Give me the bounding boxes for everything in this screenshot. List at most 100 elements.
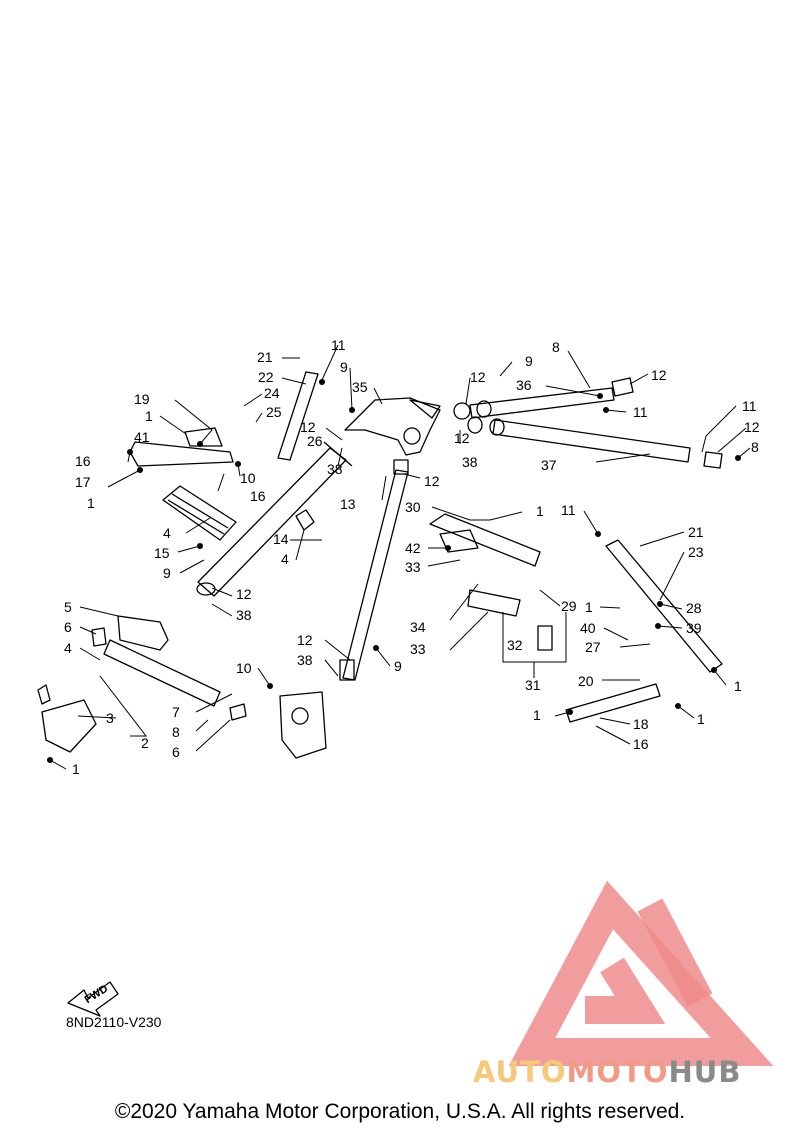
tube-36-drawing [453, 377, 634, 420]
callout-38: 38 [327, 461, 343, 477]
callout-2: 2 [141, 735, 149, 751]
bar-22-drawing [277, 371, 319, 461]
callout-11: 11 [633, 404, 648, 420]
callout-6: 6 [172, 744, 180, 760]
center-tube-drawing [339, 459, 409, 681]
callout-16: 16 [75, 453, 91, 469]
callout-1: 1 [697, 711, 705, 727]
hardware-dots [47, 379, 741, 763]
callout-20: 20 [578, 673, 594, 689]
callout-33: 33 [410, 641, 426, 657]
arm-30-drawing [429, 513, 541, 617]
callout-8: 8 [751, 439, 759, 455]
callout-33: 33 [405, 559, 421, 575]
left-lower-assembly-drawing [37, 615, 247, 753]
callout-7: 7 [172, 704, 180, 720]
callout-1: 1 [734, 678, 742, 694]
callout-8: 8 [552, 339, 560, 355]
callout-22: 22 [258, 369, 274, 385]
callout-4: 4 [281, 551, 289, 567]
callout-30: 30 [405, 499, 421, 515]
center-lower-bracket-drawing [279, 691, 327, 759]
callout-28: 28 [686, 600, 702, 616]
callout-41: 41 [134, 429, 150, 445]
callout-25: 25 [266, 404, 282, 420]
callout-38: 38 [236, 607, 252, 623]
fwd-arrow-icon [67, 981, 119, 1017]
watermark-text-moto: MOTO [566, 1055, 669, 1089]
clip-14-drawing [295, 509, 315, 531]
callout-37: 37 [541, 457, 557, 473]
callout-4: 4 [64, 640, 72, 656]
callout-18: 18 [633, 716, 649, 732]
callout-32: 32 [507, 637, 523, 653]
callout-10: 10 [236, 660, 252, 676]
callout-1: 1 [536, 503, 544, 519]
callout-9: 9 [525, 353, 533, 369]
bar-18-drawing [565, 683, 661, 723]
watermark-text-hub: HUB [668, 1055, 742, 1089]
watermark-logo-icon [508, 880, 774, 1066]
callout-40: 40 [580, 620, 596, 636]
callout-14: 14 [273, 531, 289, 547]
callout-38: 38 [462, 454, 478, 470]
kit-31-bracket [502, 612, 567, 678]
drawing-code: 8ND2110-V230 [66, 1014, 162, 1030]
callout-1: 1 [533, 707, 541, 723]
callout-16: 16 [633, 736, 649, 752]
callout-13: 13 [340, 496, 356, 512]
callout-11: 11 [561, 502, 576, 518]
callout-24: 24 [264, 385, 280, 401]
callout-12: 12 [297, 632, 313, 648]
upper-brace-35-drawing [344, 397, 441, 456]
callout-10: 10 [240, 470, 256, 486]
callout-9: 9 [394, 658, 402, 674]
callout-12: 12 [424, 473, 440, 489]
callout-12: 12 [470, 369, 486, 385]
callout-6: 6 [64, 619, 72, 635]
callout-16: 16 [250, 488, 266, 504]
callout-1: 1 [145, 408, 153, 424]
callout-9: 9 [163, 565, 171, 581]
callout-12: 12 [236, 586, 252, 602]
callout-1: 1 [72, 761, 80, 777]
callout-42: 42 [405, 540, 421, 556]
callout-4: 4 [163, 525, 171, 541]
callout-21: 21 [688, 524, 704, 540]
callout-9: 9 [340, 359, 348, 375]
callout-5: 5 [64, 599, 72, 615]
callout-38: 38 [297, 652, 313, 668]
callout-12: 12 [454, 430, 470, 446]
callout-29: 29 [561, 598, 577, 614]
callout-12: 12 [300, 419, 316, 435]
callout-34: 34 [410, 619, 426, 635]
callout-12: 12 [651, 367, 667, 383]
bracket-41-drawing [129, 427, 234, 467]
callout-11: 11 [742, 398, 757, 414]
callout-39: 39 [686, 620, 702, 636]
callout-31: 31 [525, 677, 541, 693]
callout-1: 1 [585, 599, 593, 615]
copyright-notice: ©2020 Yamaha Motor Corporation, U.S.A. A… [114, 1100, 686, 1123]
callout-27: 27 [585, 639, 601, 655]
callout-8: 8 [172, 724, 180, 740]
watermark-text: AUTOMOTOHUB [473, 1055, 741, 1095]
callout-21: 21 [257, 349, 273, 365]
callout-15: 15 [154, 545, 170, 561]
leader-lines [49, 344, 751, 770]
watermark-text-auto: AUTO [473, 1055, 567, 1089]
callout-labels: 11 21 9 22 35 24 25 12 26 38 19 1 41 16 … [64, 337, 760, 1006]
callout-3: 3 [106, 710, 114, 726]
callout-12: 12 [744, 419, 760, 435]
callout-1: 1 [87, 495, 95, 511]
callout-17: 17 [75, 474, 91, 490]
callout-11: 11 [331, 337, 346, 353]
callout-35: 35 [352, 379, 368, 395]
callout-36: 36 [516, 377, 532, 393]
callout-19: 19 [134, 391, 150, 407]
grille-15-drawing [162, 485, 237, 541]
callout-26: 26 [307, 433, 323, 449]
tube-37-drawing [467, 416, 723, 469]
callout-23: 23 [688, 544, 704, 560]
